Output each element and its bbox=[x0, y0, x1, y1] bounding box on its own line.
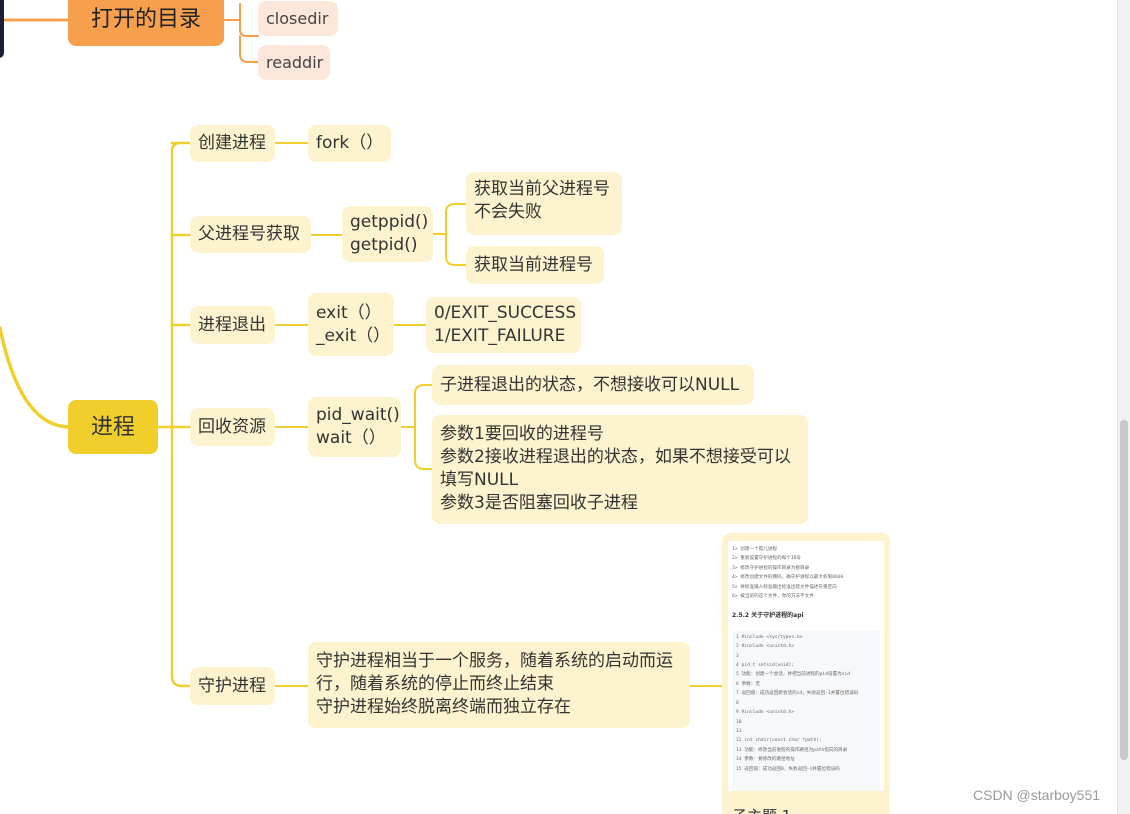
image-topic-caption: 子主题 1 bbox=[732, 805, 791, 814]
code-step-line: 6> 被当前的这个文件，你的方法不文件 bbox=[728, 592, 884, 601]
link-funcs-descs bbox=[433, 204, 466, 265]
code-step-line: 4> 修改创建文件的掩码，确守护进程以最大权限0666 bbox=[728, 573, 884, 582]
node-process[interactable]: 进程 bbox=[68, 400, 158, 454]
csdn-watermark: CSDN @starboy551 bbox=[973, 787, 1100, 803]
node-exit-funcs[interactable]: exit（） _exit（） bbox=[308, 293, 394, 356]
code-line: 7 返回值：成功返回新会话的id，失败返回-1并置位错误码 bbox=[732, 689, 880, 698]
code-step-line: 3> 修改守护进程的操作目录为根目录 bbox=[728, 564, 884, 573]
node-daemon-image-topic[interactable]: 1> 创建一个孤儿进程 2> 重新设置守护进程的每个ID号 3> 修改守护进程的… bbox=[722, 533, 890, 814]
code-line: 4 pid_t setsid(void); bbox=[732, 661, 880, 670]
code-section-heading: 2.5.2 关于守护进程的api bbox=[728, 601, 884, 626]
node-daemon-desc[interactable]: 守护进程相当于一个服务，随着系统的启动而运 行，随着系统的停止而终止结束 守护进… bbox=[308, 642, 690, 728]
node-getppid-getpid[interactable]: getppid() getpid() bbox=[342, 206, 433, 262]
code-line: 11 bbox=[732, 727, 880, 736]
code-line: 3 bbox=[732, 652, 880, 661]
node-closedir[interactable]: closedir bbox=[258, 1, 338, 36]
link-dir-closedir bbox=[224, 4, 258, 62]
code-line: 15 返回值：成功返回0，失败返回-1并置位错误码 bbox=[732, 765, 880, 774]
code-line: 14 参数：要修改的路径地址 bbox=[732, 755, 880, 764]
code-line: 9 #include <unistd.h> bbox=[732, 708, 880, 717]
node-parent-pid[interactable]: 父进程号获取 bbox=[190, 216, 311, 253]
node-fork[interactable]: fork（） bbox=[308, 125, 391, 162]
node-reclaim-resources[interactable]: 回收资源 bbox=[190, 408, 275, 446]
code-line: 2 #include <unistd.h> bbox=[732, 642, 880, 651]
code-step-line: 5> 将标准输入标准输出标准出错文件描述符重定向 bbox=[728, 583, 884, 592]
code-line: 12 int chdir(const char *path); bbox=[732, 736, 880, 745]
scrollbar-thumb[interactable] bbox=[1120, 420, 1128, 760]
link-process-trunk bbox=[158, 143, 190, 686]
code-line: 5 功能：创建一个会话，并把当前进程的pid设置为sid bbox=[732, 670, 880, 679]
code-step-line: 2> 重新设置守护进程的每个ID号 bbox=[728, 554, 884, 563]
code-line: 10 bbox=[732, 718, 880, 727]
link-funcs-params bbox=[401, 385, 432, 469]
node-wait-params[interactable]: 参数1要回收的进程号 参数2接收进程退出的状态，如果不想接受可以 填写NULL … bbox=[432, 415, 808, 524]
code-step-line: 1> 创建一个孤儿进程 bbox=[728, 545, 884, 554]
node-daemon-process[interactable]: 守护进程 bbox=[190, 667, 275, 705]
root-node-edge[interactable] bbox=[0, 0, 4, 58]
link-root-process bbox=[0, 328, 68, 427]
node-get-parent-pid-desc[interactable]: 获取当前父进程号 不会失败 bbox=[466, 172, 622, 235]
node-opened-directory[interactable]: 打开的目录 bbox=[68, 0, 224, 46]
node-exit-values[interactable]: 0/EXIT_SUCCESS 1/EXIT_FAILURE bbox=[426, 297, 581, 353]
node-wait-funcs[interactable]: pid_wait() wait（） bbox=[308, 397, 401, 457]
node-get-current-pid-desc[interactable]: 获取当前进程号 bbox=[466, 246, 604, 284]
code-line: 13 功能：修改当前进程的操作路径为path指向的目录 bbox=[732, 746, 880, 755]
node-readdir[interactable]: readdir bbox=[258, 45, 330, 80]
code-line: 1 #include <sys/types.h> bbox=[732, 633, 880, 642]
code-line: 6 参数：无 bbox=[732, 680, 880, 689]
daemon-api-screenshot: 1> 创建一个孤儿进程 2> 重新设置守护进程的每个ID号 3> 修改守护进程的… bbox=[728, 541, 884, 791]
vertical-scrollbar[interactable] bbox=[1117, 0, 1130, 814]
node-create-process[interactable]: 创建进程 bbox=[190, 125, 275, 162]
node-process-exit[interactable]: 进程退出 bbox=[190, 306, 275, 344]
node-child-exit-status[interactable]: 子进程退出的状态，不想接收可以NULL bbox=[432, 365, 754, 405]
code-line: 8 bbox=[732, 699, 880, 708]
code-block: 1 #include <sys/types.h> 2 #include <uni… bbox=[732, 631, 880, 791]
